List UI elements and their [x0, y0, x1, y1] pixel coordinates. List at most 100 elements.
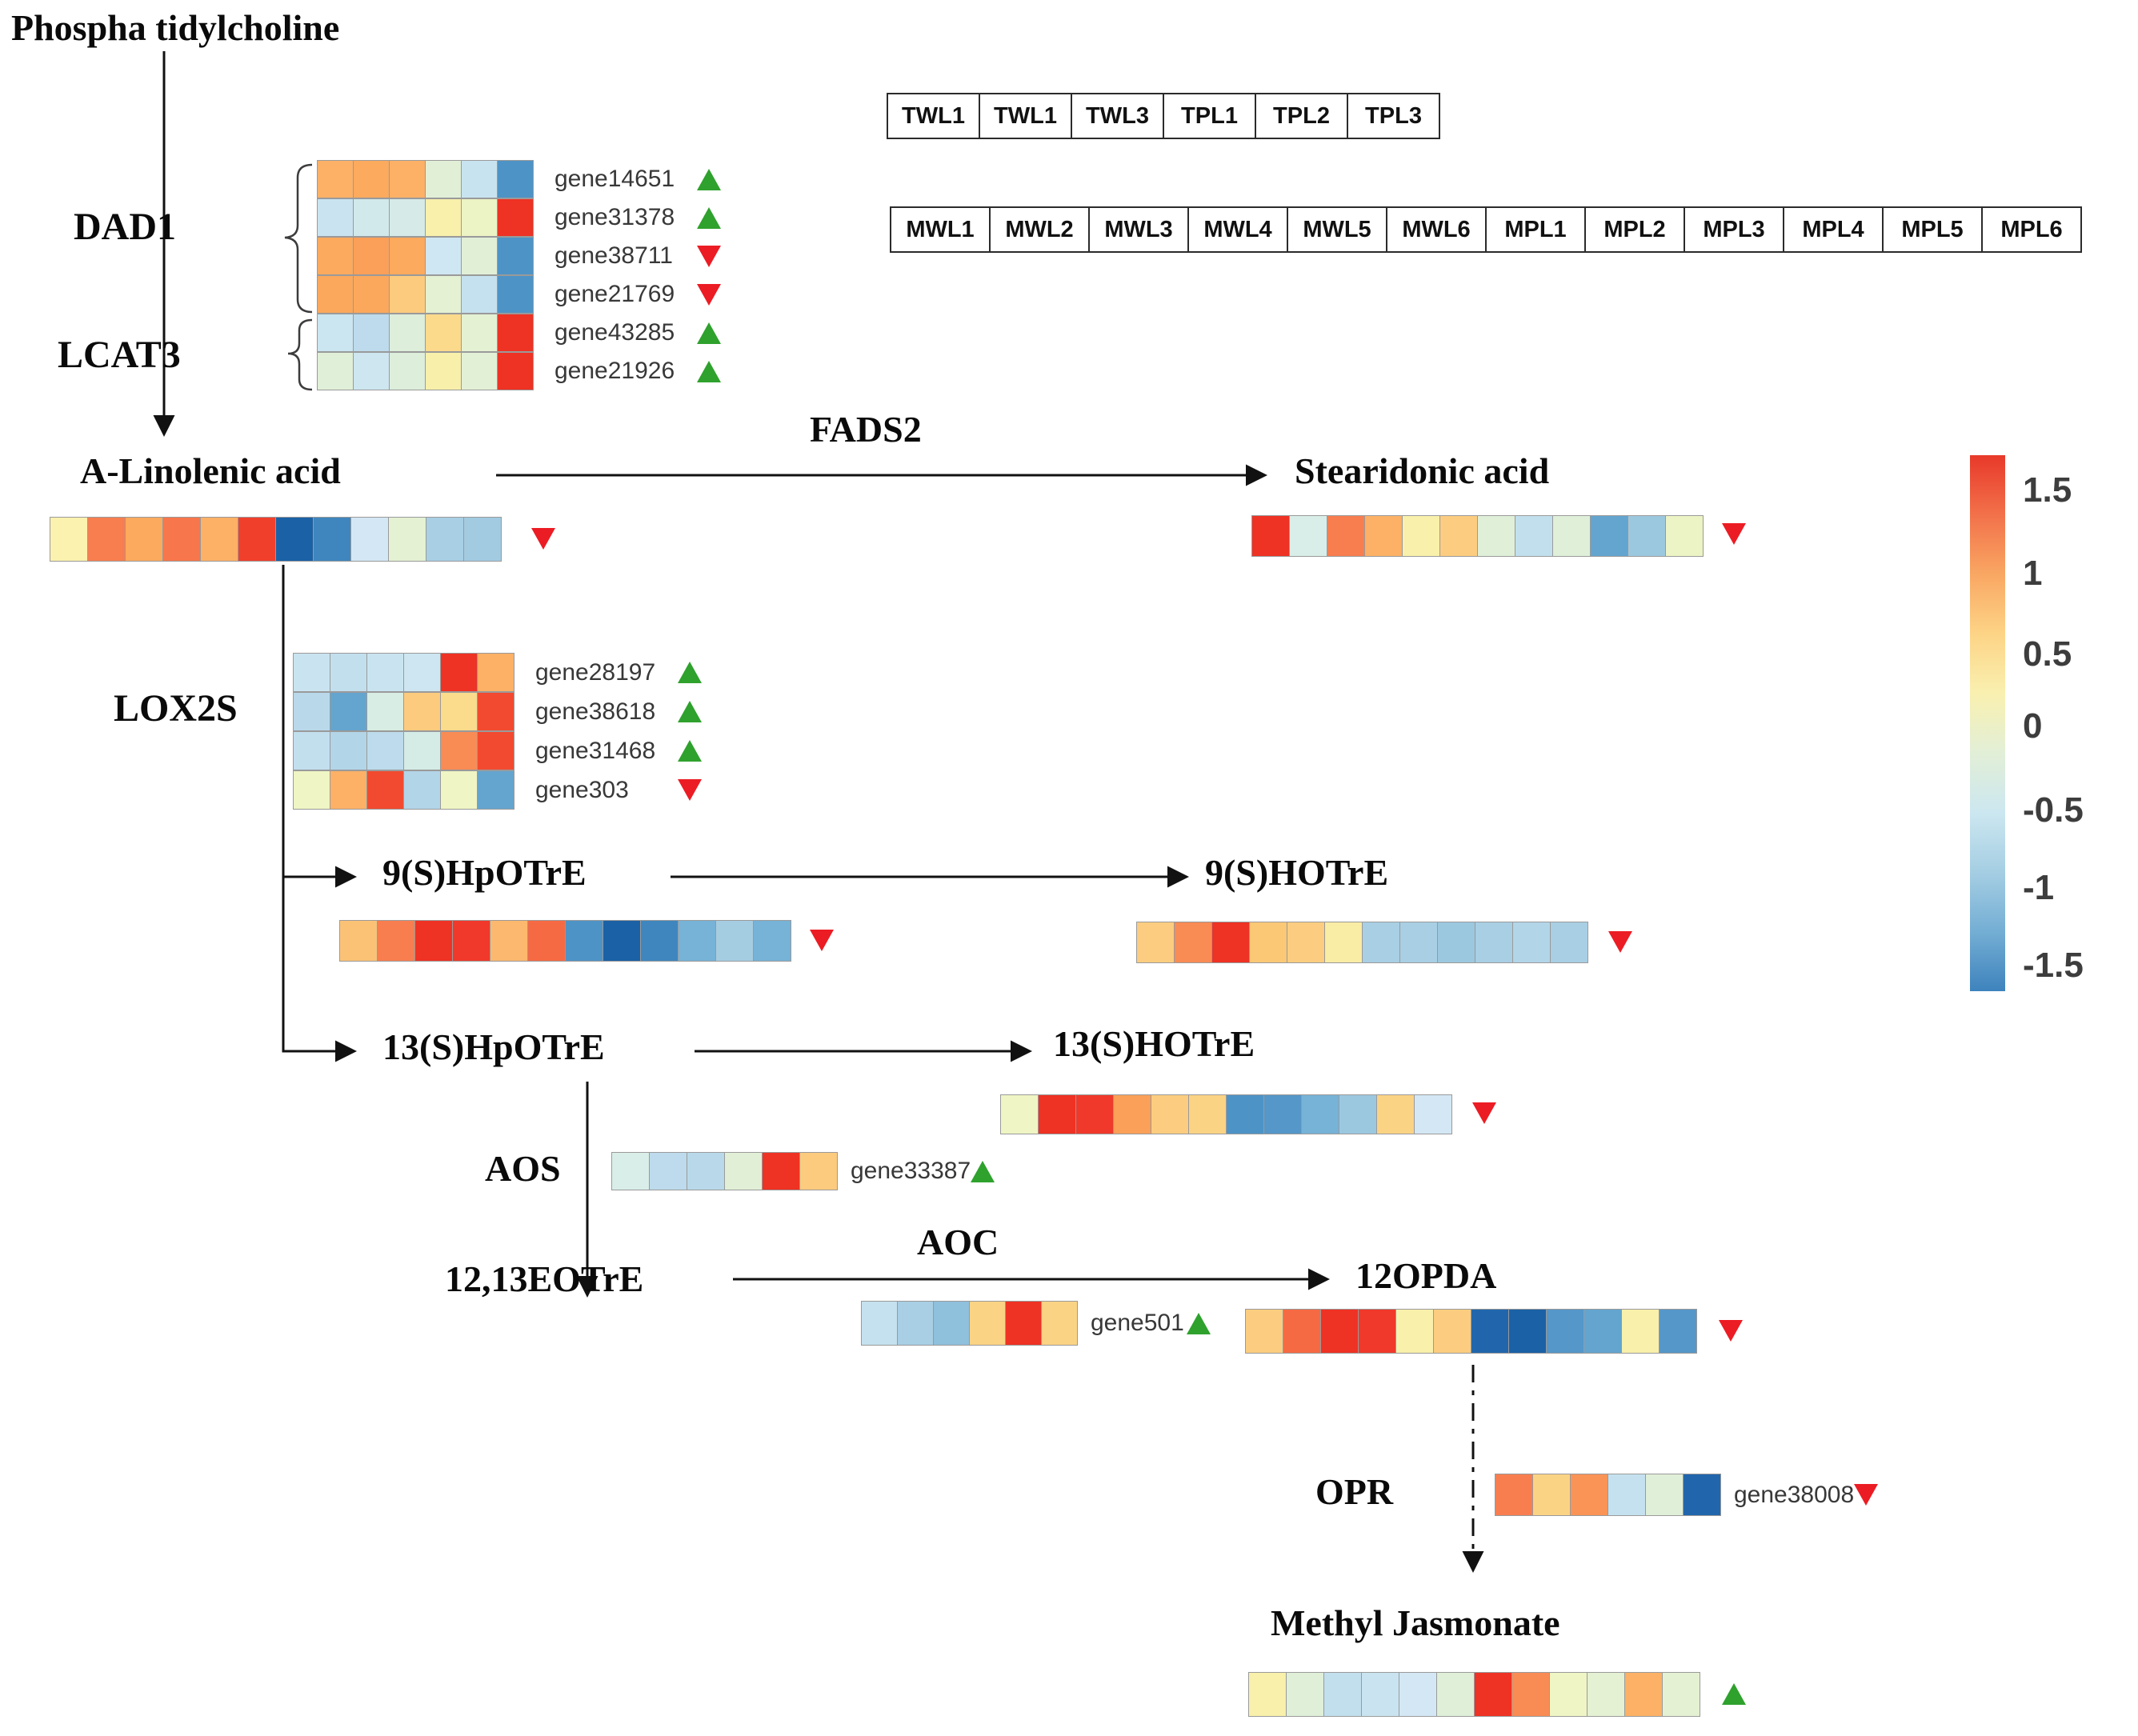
heatmap-cell — [527, 920, 566, 962]
heatmap-strip-gene33387: gene33387 — [611, 1152, 995, 1190]
heatmap-cells — [339, 920, 791, 962]
gene-label: gene31378 — [555, 204, 675, 230]
regulation-triangle — [678, 740, 702, 762]
heatmap-cell — [1287, 922, 1325, 963]
heatmap-cell — [861, 1301, 898, 1346]
metabolite-label-phosphatidylcholine: Phospha tidylcholine — [11, 7, 340, 48]
heatmap-cell — [1512, 922, 1551, 963]
heatmap-cell — [425, 275, 462, 314]
heatmap-cell — [330, 770, 367, 810]
gene-label: gene38711 — [555, 242, 673, 269]
heatmap-cell — [330, 692, 367, 731]
heatmap-cell — [1515, 515, 1553, 557]
heatmap-gene-row: gene38618 — [293, 692, 702, 731]
heatmap-cell — [1477, 515, 1515, 557]
heatmap-cell — [353, 237, 390, 275]
heatmap-cell — [461, 198, 498, 237]
heatmap-cell — [366, 692, 404, 731]
sample-table-cell: MWL2 — [989, 206, 1090, 253]
heatmap-cell — [1399, 922, 1438, 963]
heatmap-cell — [1590, 515, 1628, 557]
sample-table-cell: MPL6 — [1981, 206, 2082, 253]
heatmap-cell — [640, 920, 679, 962]
colorbar-tick: -1.5 — [2023, 946, 2084, 985]
gene-label: gene43285 — [555, 319, 675, 346]
heatmap-cell — [440, 692, 478, 731]
colorbar-tick: 0.5 — [2023, 634, 2072, 674]
heatmap-cell — [317, 314, 354, 352]
gene-label: gene38618 — [535, 698, 656, 725]
heatmap-cells — [1248, 1672, 1700, 1717]
heatmap-cell — [799, 1152, 838, 1190]
heatmap-cell — [461, 160, 498, 198]
heatmap-cells — [1136, 922, 1588, 963]
heatmap-cell — [463, 517, 502, 562]
heatmap-cell — [1662, 1672, 1700, 1717]
heatmap-cell — [1436, 1672, 1475, 1717]
heatmap-cell — [933, 1301, 970, 1346]
heatmap-cell — [724, 1152, 763, 1190]
heatmap-cell — [426, 517, 464, 562]
heatmap-cell — [715, 920, 754, 962]
regulation-triangle — [697, 168, 721, 190]
regulation-triangle — [678, 779, 702, 801]
heatmap-gene-row: gene28197 — [293, 653, 702, 692]
heatmap-cell — [1283, 1309, 1321, 1354]
heatmap-cell — [1339, 1094, 1377, 1134]
heatmap-cells — [293, 770, 514, 810]
regulation-triangle — [971, 1160, 995, 1182]
heatmap-cell — [497, 352, 534, 390]
heatmap-cell — [353, 352, 390, 390]
heatmap-cell — [497, 275, 534, 314]
gene-label: gene33387 — [851, 1158, 971, 1184]
heatmap-gene-row: gene21926 — [317, 352, 721, 390]
heatmap-cell — [425, 160, 462, 198]
sample-table-cell: MPL1 — [1485, 206, 1586, 253]
heatmap-cell — [1211, 922, 1250, 963]
heatmap-cell — [389, 198, 426, 237]
heatmap-cell — [1474, 1672, 1512, 1717]
heatmap-cell — [1546, 1309, 1584, 1354]
metabolite-label-opda: 12OPDA — [1355, 1255, 1497, 1296]
heatmap-cell — [1665, 515, 1704, 557]
heatmap-cell — [461, 352, 498, 390]
heatmap-cell — [603, 920, 641, 962]
regulation-triangle — [1187, 1312, 1211, 1334]
heatmap-cell — [293, 653, 330, 692]
regulation-triangle-opda — [1719, 1320, 1743, 1342]
heatmap-cell — [366, 770, 404, 810]
enzyme-label-fads2: FADS2 — [810, 409, 922, 450]
sample-table-cell: MPL4 — [1783, 206, 1884, 253]
heatmap-cell — [403, 653, 441, 692]
colorbar-gradient — [1970, 455, 2005, 991]
heatmap-cell — [275, 517, 314, 562]
heatmap-cells — [50, 517, 502, 562]
heatmap-cell — [497, 314, 534, 352]
sample-table-cell: MPL2 — [1584, 206, 1685, 253]
gene-label: gene21926 — [555, 358, 675, 384]
heatmap-cell — [353, 160, 390, 198]
heatmap-cell — [565, 920, 603, 962]
heatmap-cell — [452, 920, 490, 962]
regulation-triangle — [1854, 1484, 1879, 1506]
heatmap-strip-meja — [1248, 1672, 1700, 1717]
heatmap-cell — [762, 1152, 800, 1190]
gene-label: gene303 — [535, 776, 629, 803]
heatmap-strip-9hpotre — [339, 920, 791, 962]
enzyme-label-aos: AOS — [485, 1148, 561, 1189]
enzyme-label-dad1: DAD1 — [74, 206, 176, 248]
heatmap-cell — [1475, 922, 1513, 963]
heatmap-cell — [1248, 1672, 1287, 1717]
heatmap-strip-linolenic — [50, 517, 502, 562]
heatmap-cell — [389, 160, 426, 198]
regulation-triangle — [697, 360, 721, 382]
heatmap-cell — [1327, 515, 1365, 557]
heatmap-gene-row: gene31468 — [293, 731, 702, 770]
heatmap-cell — [293, 731, 330, 770]
heatmap-cell — [1324, 922, 1363, 963]
sample-table-cell: TPL2 — [1255, 93, 1348, 139]
heatmap-cell — [1323, 1672, 1362, 1717]
heatmap-strip-gene501: gene501 — [861, 1301, 1211, 1346]
